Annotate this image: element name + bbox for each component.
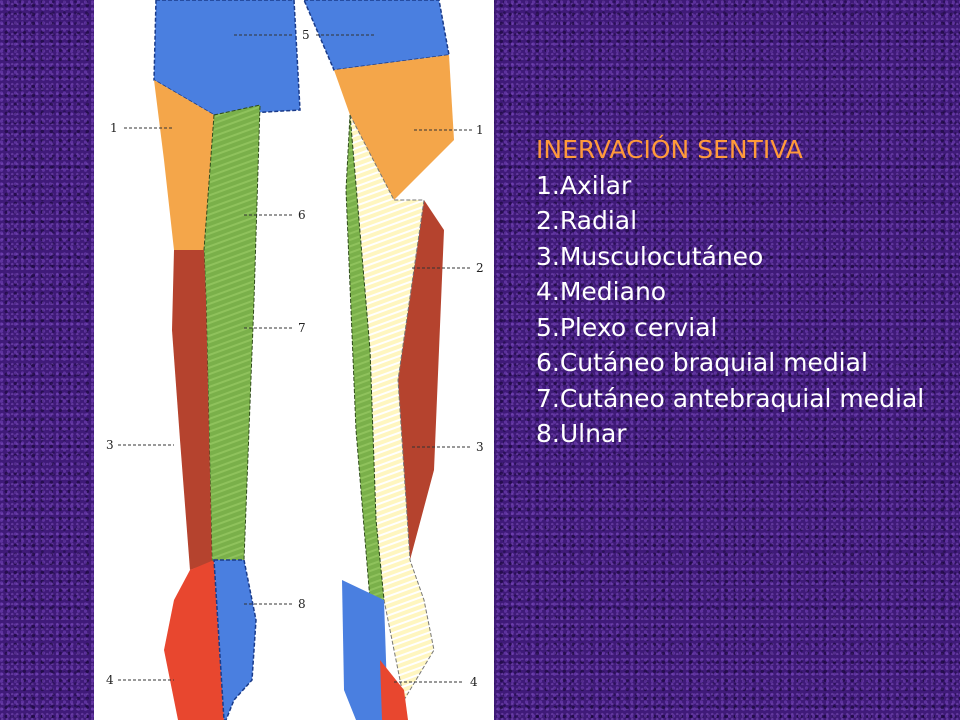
legend-item-radial: 2.Radial [536,206,638,235]
left-medial-green-region [203,104,261,563]
figure-label: 8 [298,597,306,611]
figure-numbers: 5 1 1 6 2 7 3 3 8 4 4 [106,28,484,689]
figure-labels [118,34,472,683]
innervation-legend: INERVACIÓN SENTIVA 1.Axilar 2.Radial 3.M… [536,132,946,452]
right-hand-blue-region [342,580,388,720]
figure-label: 2 [476,261,484,275]
figure-label: 1 [110,121,118,135]
right-hand-red-region [380,660,408,720]
figure-label: 4 [470,675,478,689]
figure-label: 6 [298,208,306,222]
legend-item-cutaneo-antebraquial-medial: 7.Cutáneo antebraquial medial [536,383,925,413]
arm-dermatome-illustration: 5 1 1 6 2 7 3 3 8 4 4 [106,0,484,720]
right-axilar-region [334,55,454,200]
legend-title: INERVACIÓN SENTIVA [536,135,803,164]
figure-label: 7 [298,321,306,335]
right-medial-yellow-region [349,114,435,702]
figure-label: 1 [476,123,484,137]
legend-item-plexo-cervical: 5.Plexo cervial [536,312,718,342]
right-shoulder-blue-region [303,0,450,71]
legend-item-cutaneo-braquial-medial: 6.Cutáneo braquial medial [536,348,868,377]
figure-label: 5 [302,28,310,42]
legend-item-musculocutaneo: 3.Musculocutáneo [536,241,764,271]
arm-illustration-panel: 5 1 1 6 2 7 3 3 8 4 4 [94,0,494,720]
left-hand-red-region [164,560,224,720]
figure-label: 3 [476,440,484,454]
right-arm [303,0,454,720]
legend-item-mediano: 4.Mediano [536,277,667,306]
left-arm [153,0,301,720]
left-hand-blue-region [213,559,257,720]
legend-item-axilar: 1.Axilar [536,170,632,200]
left-radial-region [172,250,212,570]
figure-label: 3 [106,438,114,452]
right-radial-region [398,200,444,560]
figure-label: 4 [106,673,114,687]
legend-item-ulnar: 8.Ulnar [536,419,627,448]
left-axilar-region [154,80,214,250]
